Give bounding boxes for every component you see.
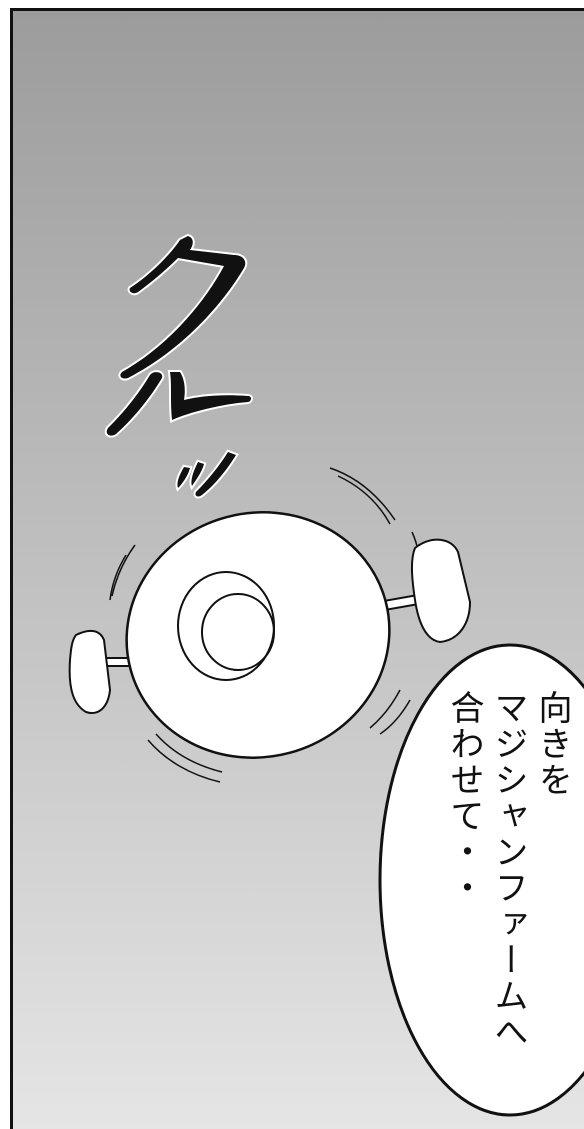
bubble-line-1: 向きを	[532, 690, 572, 798]
bubble-line-3: 合わせて・・	[444, 690, 484, 906]
bubble-line-2: マジシャンファームへ	[488, 690, 528, 1050]
speech-bubble-text: 向きを マジシャンファームへ 合わせて・・	[440, 690, 574, 1129]
speech-bubble	[378, 643, 584, 1117]
spinning-disk	[125, 511, 391, 759]
sfx-kuru-lettering	[104, 233, 253, 499]
